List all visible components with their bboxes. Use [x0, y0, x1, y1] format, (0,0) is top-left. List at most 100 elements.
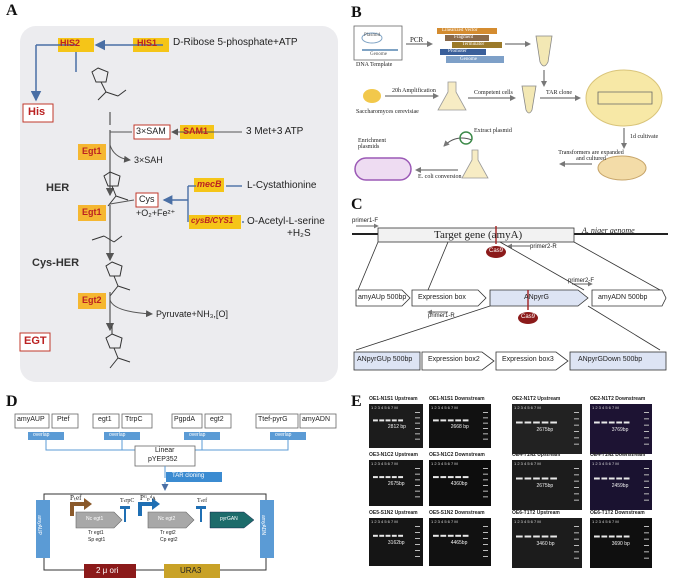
- gel-band-8-2: [601, 477, 608, 480]
- gel-title-2: OE1-N1S1 Downstream: [429, 396, 485, 402]
- gel-6: [429, 460, 491, 506]
- c-cas9-bottom-label: Cas9: [521, 314, 536, 320]
- cys-box: [135, 192, 159, 208]
- b-ecoli-label: E. coli conversion: [418, 174, 462, 180]
- gel-marker-12-2: [644, 532, 649, 534]
- anpyrg-arrow: [489, 289, 589, 307]
- panel-d-diagram: [14, 413, 337, 578]
- gel-lanes-1: 1 2 3 4 5 6 7 M: [371, 405, 398, 410]
- gel-5: [369, 460, 423, 506]
- gel-marker-1-2: [415, 417, 420, 419]
- egt2-box: [78, 293, 106, 309]
- linearized-vector-bar: [437, 28, 497, 34]
- d-egt1-box: [92, 413, 120, 429]
- cystathionine-label: L-Cystathionine: [247, 180, 317, 191]
- gel-marker-10-4: [483, 544, 488, 545]
- gel-band-8-3: [608, 477, 615, 480]
- gel-marker-9-1: [415, 526, 420, 527]
- gel-title-4: OE2-N1T2 Downstream: [590, 396, 646, 402]
- c-amyaup-label: amyAUp 500bp: [358, 294, 407, 301]
- c-cas9-top-label: Cas9: [489, 248, 504, 254]
- gel-marker-3-5: [574, 437, 579, 439]
- gel-marker-4-3: [644, 424, 649, 426]
- d-linear-label: Linear: [155, 447, 175, 454]
- ori-box: [84, 564, 136, 578]
- gel-marker-10-2: [483, 532, 488, 533]
- gel-lanes-5: 1 2 3 4 5 6 7 M: [371, 461, 398, 466]
- b-linearized-label: Linearized Vector: [442, 28, 478, 33]
- gel-band-label-9: 3162bp: [387, 539, 405, 546]
- nc-egt1-arrow: [75, 511, 123, 529]
- anpyrg-up-box: [353, 351, 421, 371]
- gel-marker-6-1: [483, 468, 488, 469]
- panel-b-diagram: [353, 25, 663, 181]
- gel-marker-12-6: [644, 557, 649, 559]
- gel-marker-5-6: [415, 496, 420, 498]
- c-expbox2-label: Expression box2: [428, 356, 480, 363]
- tar-clone-plate: [585, 69, 663, 127]
- gel-band-label-5: 2675bp: [387, 480, 405, 487]
- gel-marker-2-3: [483, 422, 488, 424]
- gel-marker-10-5: [483, 550, 488, 551]
- gel-marker-11-1: [574, 526, 579, 527]
- b-terminator-label: Terminator: [462, 42, 485, 47]
- pgpda-promoter-icon: [138, 502, 152, 516]
- d-amyadn-box: [299, 413, 337, 429]
- gel-title-8: OE4-T1N2 Downstream: [590, 452, 646, 458]
- gel-band-label-8: 2459bp: [611, 482, 629, 489]
- b-competent-label: Competent cells: [474, 90, 513, 96]
- d-amyaup-v-label: amyAUP: [35, 515, 42, 535]
- d-pgpd-label: Pᴳₚᵈᴀ: [140, 494, 156, 502]
- egt1a-box: [78, 144, 106, 160]
- d-egt2-label: egt2: [210, 416, 224, 423]
- expression-box3-arrow: [495, 351, 569, 371]
- gel-marker-8-6: [644, 499, 649, 501]
- gel-marker-9-6: [415, 556, 420, 557]
- gel-band-label-7: 2675bp: [536, 482, 554, 489]
- egt1b-label: Egt1: [82, 207, 102, 217]
- expression-box2-arrow: [421, 351, 495, 371]
- d-ptef2-label: Pₜef: [70, 494, 82, 502]
- egt-label: EGT: [24, 335, 47, 347]
- gel-lanes-3: 1 2 3 4 5 6 7 M: [514, 405, 541, 410]
- gel-marker-10-6: [483, 556, 488, 557]
- gel-band-3-4: [541, 421, 549, 424]
- gel-marker-2-2: [483, 417, 488, 419]
- cysb-box: [189, 215, 241, 229]
- gel-marker-7-2: [574, 474, 579, 476]
- gel-marker-12-3: [644, 538, 649, 540]
- gel-title-10: OE5-S1N2 Downstream: [429, 510, 485, 516]
- gel-band-11-2: [524, 535, 532, 538]
- gel-band-4-5: [623, 421, 630, 424]
- b-promoter-label: Promoter: [448, 49, 467, 54]
- gel-marker-2-6: [483, 438, 488, 440]
- gel-marker-9-5: [415, 550, 420, 551]
- gel-band-11-1: [516, 535, 523, 538]
- gel-marker-5-5: [415, 490, 420, 492]
- gel-band-1-5: [398, 419, 404, 422]
- gel-title-1: OE1-N1S1 Upstream: [369, 396, 418, 402]
- gel-marker-3-6: [574, 443, 579, 445]
- overlap-4: [270, 432, 306, 440]
- his-label: His: [28, 106, 46, 118]
- target-gene-box: [377, 227, 575, 243]
- gel-band-7-5: [550, 477, 557, 480]
- vector-amyadn: [260, 500, 274, 558]
- gel-band-6-3: [447, 476, 454, 479]
- gel-band-5-1: [373, 476, 378, 479]
- gel-marker-7-1: [574, 468, 579, 469]
- overlap-1: [28, 432, 64, 440]
- gel-band-3-3: [533, 421, 540, 424]
- egt-structure: [105, 326, 131, 369]
- gel-marker-7-3: [574, 480, 579, 482]
- gel-marker-3-1: [574, 412, 579, 413]
- gel-marker-6-2: [483, 473, 488, 475]
- c-target-label: Target gene (amyA): [434, 229, 523, 241]
- gel-band-8-5: [623, 477, 630, 480]
- gel-marker-1-3: [415, 422, 420, 424]
- d-pyep-label: pYEP352: [148, 456, 178, 463]
- plasmid-icon: [459, 131, 473, 145]
- gel-band-11-4: [541, 535, 549, 538]
- o2fe-label: +O₂+Fe²⁺: [136, 208, 176, 218]
